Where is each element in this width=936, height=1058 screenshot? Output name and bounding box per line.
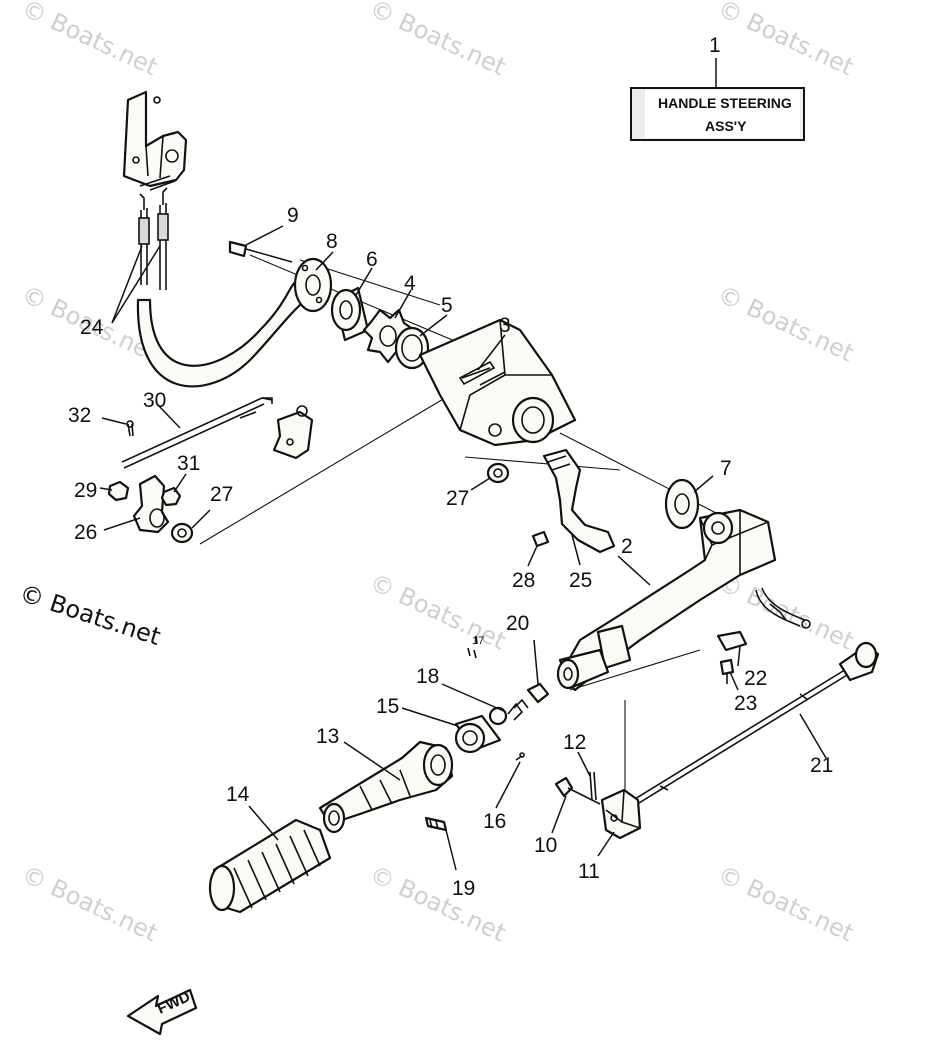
callout-26: 26: [74, 521, 97, 544]
throttle-linkage: [107, 397, 510, 544]
watermark: © Boats.net: [713, 0, 858, 81]
watermark: © Boats.net: [365, 0, 510, 81]
callout-11: 11: [578, 860, 600, 883]
callout-29: 29: [74, 479, 97, 502]
callout-17: 17: [472, 635, 484, 647]
callout-4: 4: [404, 272, 416, 295]
callout-20: 20: [506, 612, 529, 635]
callout-21: 21: [810, 754, 833, 777]
callout-8: 8: [326, 230, 338, 253]
callout-18: 18: [416, 665, 439, 688]
callout-25: 25: [569, 569, 592, 592]
callout-2: 2: [621, 535, 633, 558]
callout-1: 1: [709, 34, 721, 57]
steering-assembly-upper: [228, 240, 577, 447]
callout-19: 19: [452, 877, 475, 900]
watermark: © Boats.net: [17, 860, 162, 947]
callout-5: 5: [441, 294, 453, 317]
spring-parts: [467, 635, 550, 726]
callout-27-b: 27: [446, 487, 469, 510]
watermark: © Boats.net: [713, 280, 858, 367]
callout-12: 12: [563, 731, 586, 754]
throttle-lever: [531, 448, 616, 554]
title-line-2: ASS'Y: [705, 118, 747, 134]
steering-handle-arm: [556, 478, 811, 692]
callout-numbers: 2 3 4 5 6 7 8 9 10 11 12 13 14 15 16 17 …: [68, 204, 833, 900]
callout-16: 16: [483, 810, 506, 833]
fwd-arrow: FWD: [126, 988, 198, 1036]
watermark: © Boats.net: [17, 0, 162, 81]
title-line-1: HANDLE STEERING: [658, 95, 792, 111]
callout-24: 24: [80, 316, 104, 339]
callout-10: 10: [534, 834, 557, 857]
callout-leaders: [99, 225, 827, 871]
callout-30: 30: [143, 389, 166, 412]
watermark-main: © Boats.net: [16, 579, 164, 651]
callout-15: 15: [376, 695, 399, 718]
callout-23: 23: [734, 692, 757, 715]
callout-22: 22: [744, 667, 767, 690]
watermark: © Boats.net: [365, 568, 510, 655]
throttle-grip: [208, 714, 525, 914]
callout-27: 27: [210, 483, 233, 506]
callout-13: 13: [316, 725, 339, 748]
throttle-cable-bracket: [122, 90, 308, 388]
title-box: 1 HANDLE STEERING ASS'Y: [630, 34, 805, 141]
callout-6: 6: [366, 248, 378, 271]
callout-28: 28: [512, 569, 535, 592]
callout-7: 7: [720, 457, 732, 480]
throttle-cable-lower: [554, 641, 880, 840]
clip-and-screw: [716, 630, 748, 684]
callout-9: 9: [287, 204, 299, 227]
watermark: © Boats.net: [713, 860, 858, 947]
callout-31: 31: [177, 452, 200, 475]
callout-3: 3: [499, 314, 511, 337]
callout-32: 32: [68, 404, 91, 427]
watermark: © Boats.net: [365, 860, 510, 947]
callout-14: 14: [226, 783, 250, 806]
